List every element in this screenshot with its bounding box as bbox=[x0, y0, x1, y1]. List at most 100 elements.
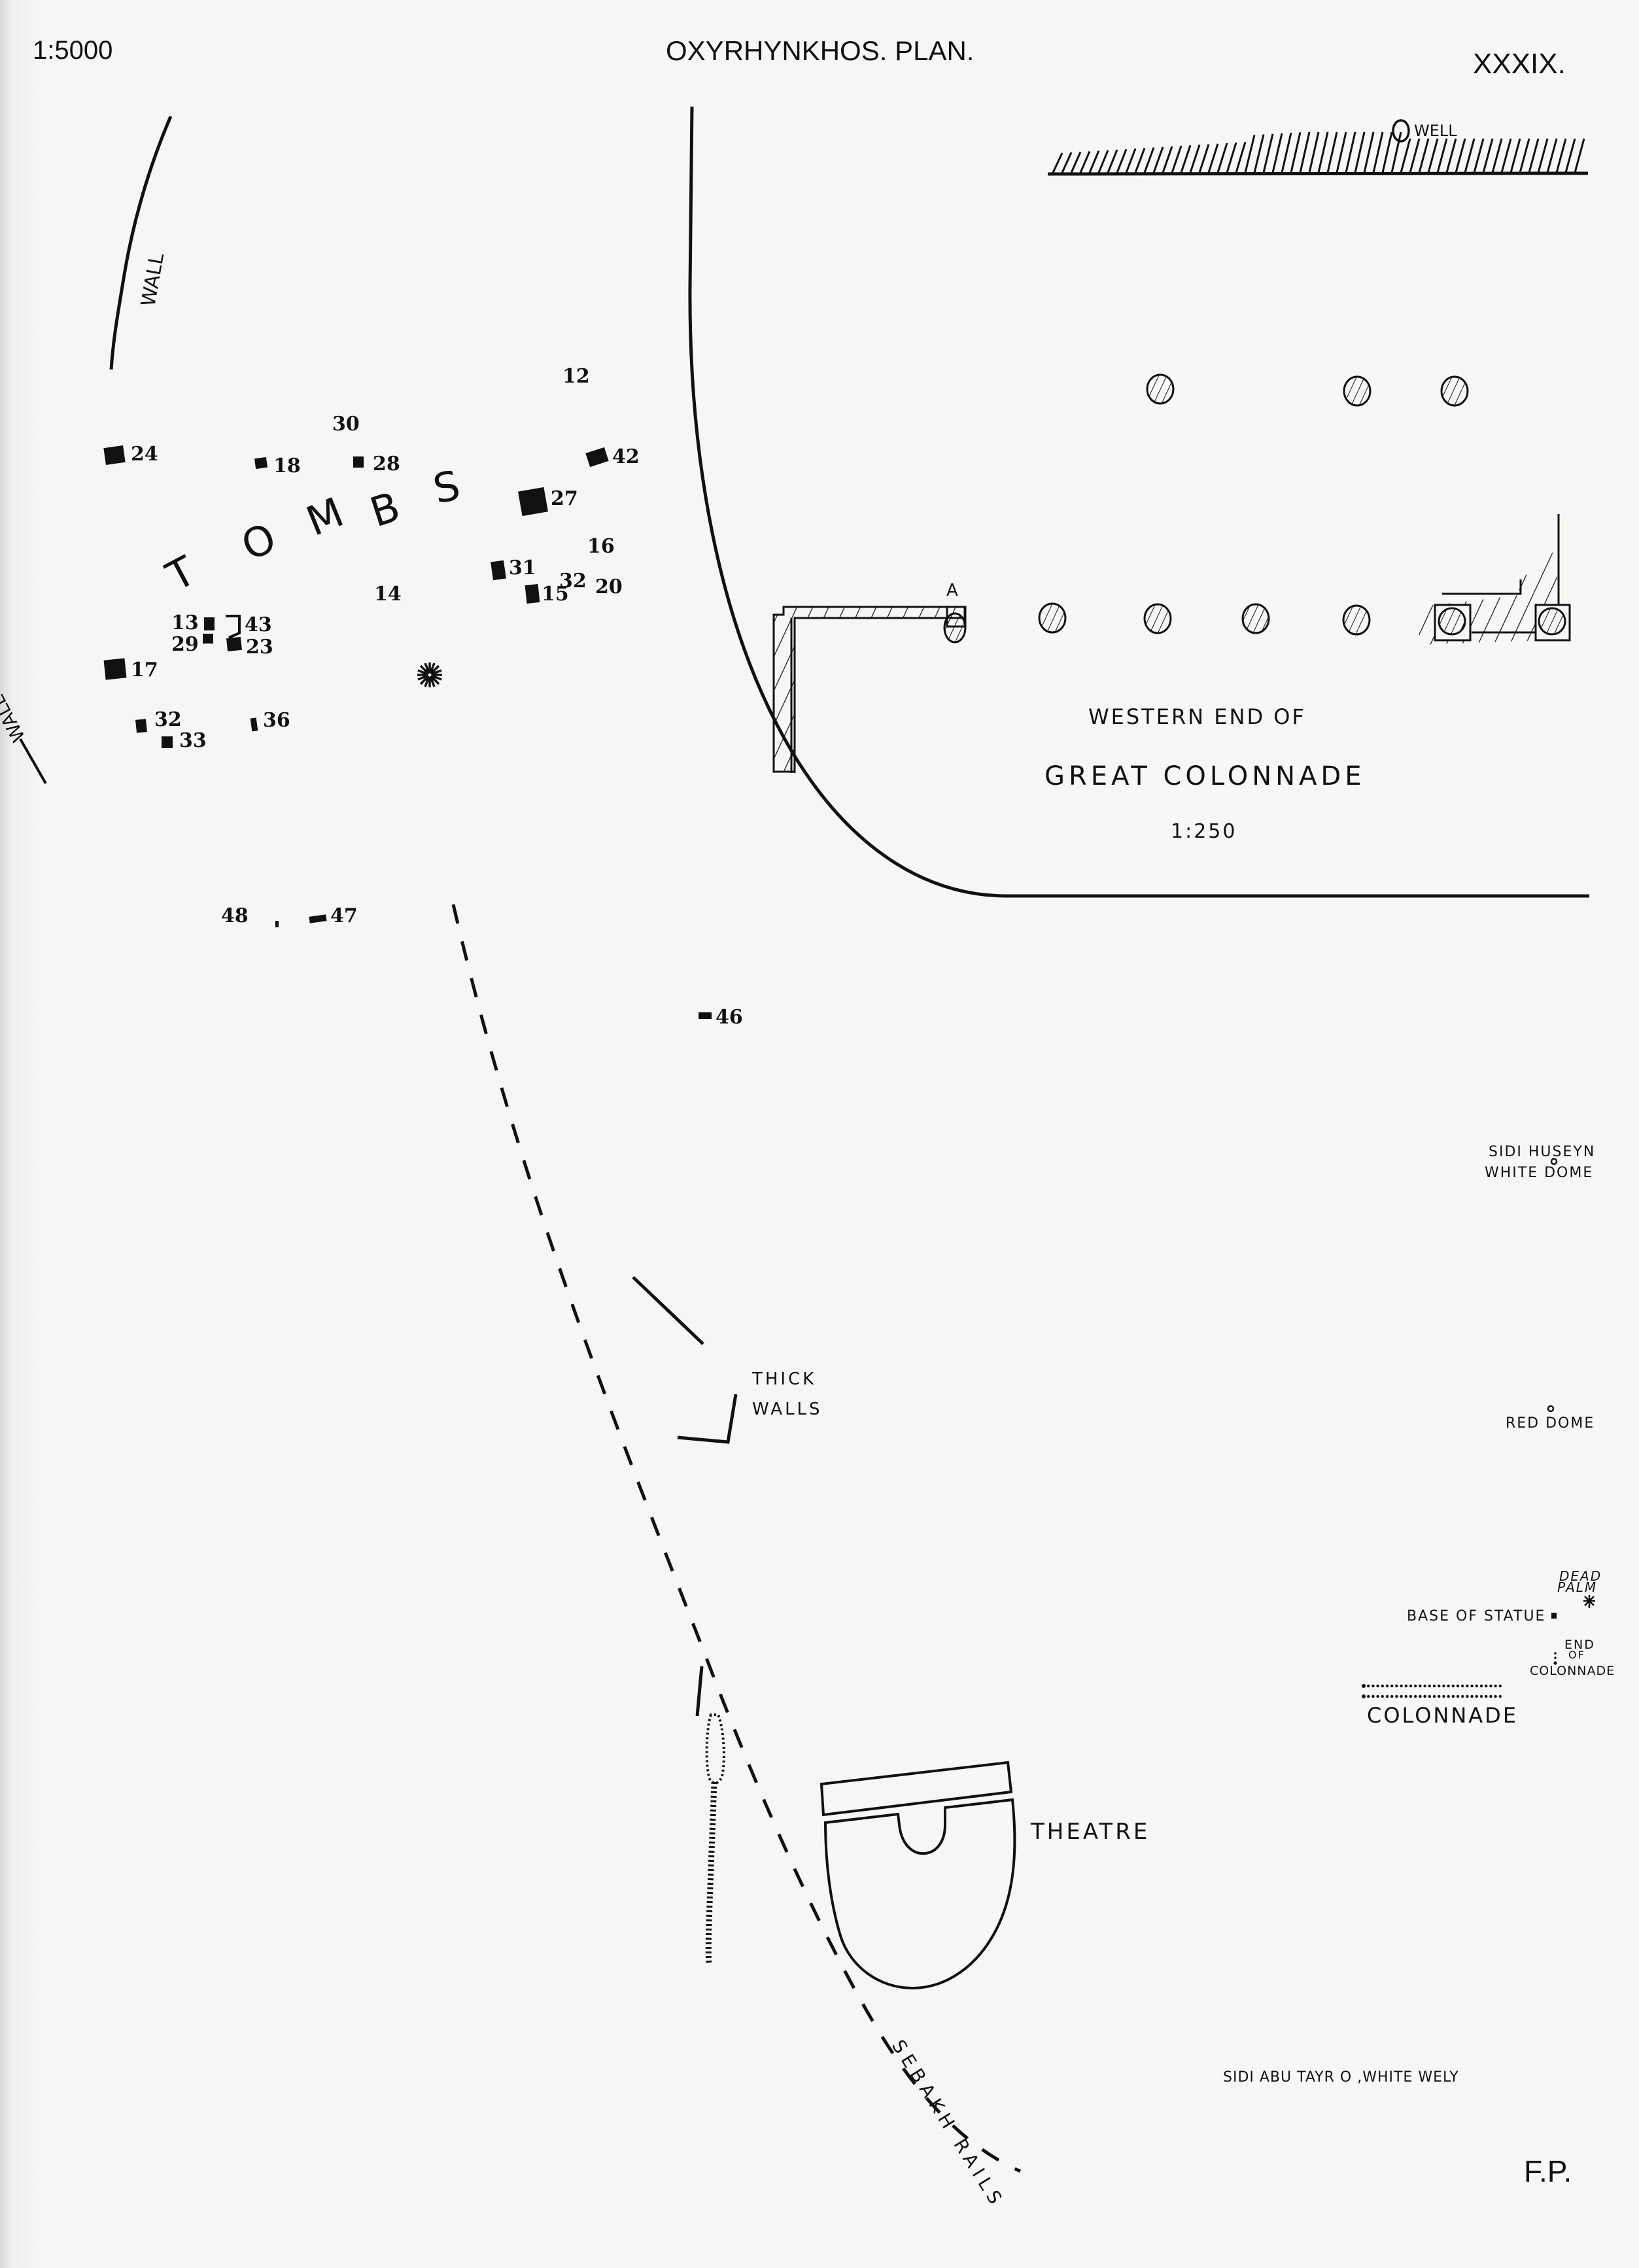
tomb-marker-27 bbox=[518, 487, 548, 517]
tombs-letter: B bbox=[364, 483, 405, 537]
hatch-stroke bbox=[1134, 147, 1146, 173]
colonnade-dot bbox=[1376, 1694, 1379, 1698]
tomb-marker-31 bbox=[491, 560, 506, 581]
tomb-label-43: 43 bbox=[245, 613, 272, 636]
hatch-stroke bbox=[1107, 149, 1118, 173]
statue-base-marker bbox=[1551, 1613, 1557, 1619]
point-a-label: A bbox=[946, 581, 958, 600]
tomb-label-32a: 32 bbox=[559, 570, 587, 593]
colonnade-dot bbox=[1381, 1684, 1384, 1688]
tomb-marker-48 bbox=[275, 921, 279, 927]
small-circle-icon bbox=[1547, 1405, 1555, 1413]
tomb-marker-42 bbox=[585, 447, 609, 468]
hatch-stroke bbox=[1061, 152, 1073, 173]
hatch-stroke bbox=[1116, 148, 1128, 173]
palm-star-icon bbox=[417, 662, 442, 687]
hatched-corner-pier bbox=[1418, 514, 1571, 645]
tomb-label-46: 46 bbox=[716, 1006, 743, 1029]
tomb-marker-15 bbox=[525, 584, 540, 604]
wall-label: WALL bbox=[137, 251, 169, 308]
colonnade-dot bbox=[1479, 1694, 1483, 1698]
hatch-stroke bbox=[1281, 132, 1292, 173]
colonnade-dot bbox=[1404, 1684, 1407, 1688]
tomb-label-13: 13 bbox=[171, 611, 199, 634]
colonnade-dot bbox=[1451, 1694, 1455, 1698]
colonnade-dot bbox=[1367, 1694, 1370, 1698]
colonnade-dot bbox=[1498, 1694, 1502, 1698]
colonnade-dot bbox=[1385, 1694, 1389, 1698]
colonnade-dot bbox=[1400, 1694, 1403, 1698]
hatch-stroke bbox=[1271, 133, 1283, 173]
hatch-stroke bbox=[1088, 150, 1100, 173]
sebakh-rails-line bbox=[451, 904, 1022, 2173]
tombs-group: T O M B S 12 30 24 18 28 42 27 16 31 32 … bbox=[0, 365, 743, 1029]
hatch-stroke bbox=[1052, 152, 1063, 173]
inset-title-line1: WESTERN END OF bbox=[1088, 704, 1306, 729]
colonnade-dot bbox=[1494, 1694, 1497, 1698]
hatched-circle-icon bbox=[1343, 375, 1372, 407]
colonnade-dot bbox=[1475, 1694, 1478, 1698]
sidi-huseyn-label: SIDI HUSEYN bbox=[1489, 1144, 1595, 1160]
hatch-stroke bbox=[1482, 138, 1494, 173]
colonnade-dot bbox=[1390, 1684, 1394, 1688]
hatch-stroke bbox=[1445, 138, 1457, 173]
end-of-colonnade-dots bbox=[1553, 1652, 1557, 1665]
colonnade-dot bbox=[1395, 1684, 1398, 1688]
hatch-stroke bbox=[1427, 138, 1439, 173]
theatre-cavea bbox=[823, 1798, 1016, 1990]
base-of-statue-label: BASE OF STATUE bbox=[1407, 1608, 1545, 1624]
column-row-upper bbox=[1146, 373, 1469, 407]
colonnade-dot bbox=[1395, 1694, 1398, 1698]
colonnade-dot bbox=[1372, 1684, 1375, 1688]
colonnade-dot bbox=[1494, 1684, 1497, 1688]
colonnade-dot bbox=[1456, 1694, 1460, 1698]
map-scale: 1:5000 bbox=[33, 36, 112, 65]
colonnade-dot bbox=[1419, 1684, 1422, 1688]
colonnade-dot bbox=[1438, 1694, 1441, 1698]
hatched-circle-icon bbox=[1038, 602, 1067, 634]
hatch-stroke bbox=[1464, 138, 1475, 173]
hatched-circle-icon bbox=[1146, 373, 1175, 405]
colonnade-dot bbox=[1442, 1694, 1445, 1698]
wall-line bbox=[109, 116, 173, 370]
hatch-stroke bbox=[1079, 150, 1091, 173]
tomb-marker-33 bbox=[162, 736, 173, 748]
colonnade-dot bbox=[1498, 1684, 1502, 1688]
tomb-marker-13 bbox=[204, 617, 215, 630]
hatched-circle-icon bbox=[1143, 603, 1172, 634]
tomb-label-42: 42 bbox=[612, 445, 640, 468]
colonnade-dot bbox=[1372, 1694, 1375, 1698]
colonnade-dot bbox=[1461, 1694, 1464, 1698]
tomb-marker-24 bbox=[103, 445, 126, 465]
colonnade-dot bbox=[1485, 1684, 1488, 1688]
hatch-stroke bbox=[1216, 143, 1228, 173]
sidi-abu-tayr-label: SIDI ABU TAYR O ,WHITE WELY bbox=[1223, 2069, 1459, 2086]
tomb-label-30: 30 bbox=[332, 413, 360, 436]
colonnade-dot bbox=[1367, 1684, 1370, 1688]
tombs-letter: S bbox=[429, 461, 464, 513]
hatch-stroke bbox=[1537, 138, 1549, 173]
colonnade-dot bbox=[1456, 1684, 1460, 1688]
tomb-marker-23 bbox=[226, 636, 242, 652]
tomb-marker-47 bbox=[309, 914, 327, 923]
tomb-marker-46 bbox=[699, 1012, 712, 1019]
tombs-letter: M bbox=[300, 488, 350, 545]
hatch-stroke bbox=[1528, 138, 1540, 173]
hatch-stroke bbox=[1125, 148, 1137, 173]
hatch-stroke bbox=[1317, 131, 1329, 173]
tomb-marker-32 bbox=[135, 719, 148, 733]
colonnade-dot bbox=[1489, 1684, 1492, 1688]
tomb-marker-17 bbox=[103, 658, 127, 680]
hatch-stroke bbox=[1097, 150, 1109, 173]
hatch-stroke bbox=[1226, 142, 1237, 173]
colonnade-dot bbox=[1442, 1684, 1445, 1688]
thick-walls: THICK WALLS bbox=[632, 1276, 820, 1444]
hatched-circle-icon bbox=[1342, 604, 1371, 636]
hatch-stroke bbox=[1564, 138, 1576, 173]
hatch-stroke bbox=[1189, 144, 1201, 173]
hatch-stroke bbox=[1400, 138, 1411, 173]
hatch-stroke bbox=[1308, 131, 1320, 173]
colonnade-dot bbox=[1432, 1694, 1436, 1698]
tomb-label-18: 18 bbox=[273, 455, 301, 477]
